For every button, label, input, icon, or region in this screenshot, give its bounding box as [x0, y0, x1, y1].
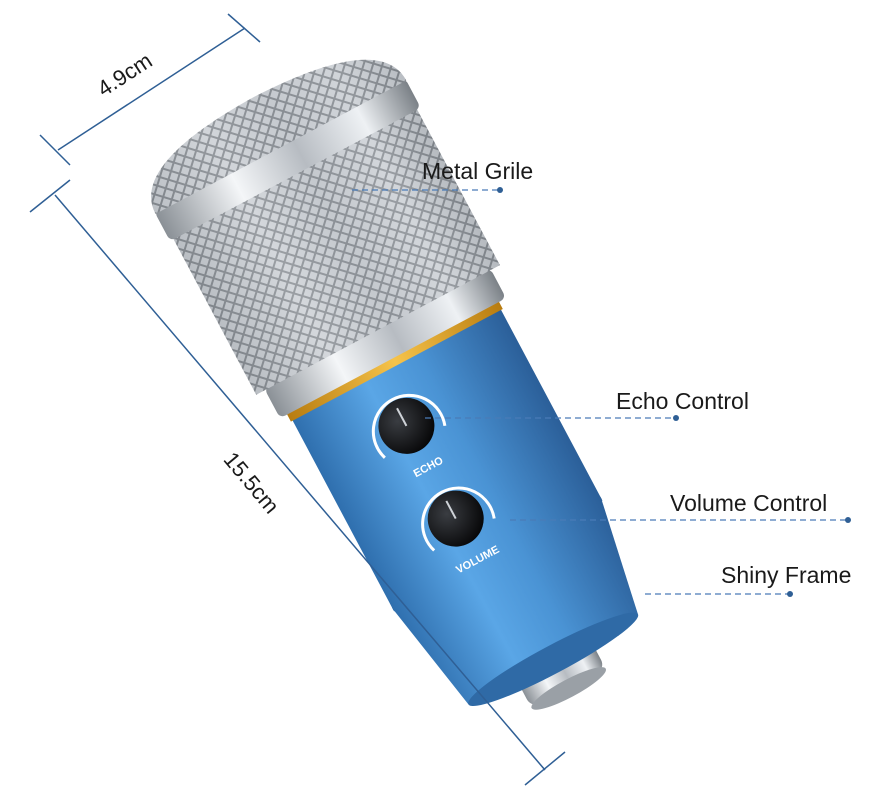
upper-chrome-ring: [156, 79, 419, 240]
dimension-lines: [29, 13, 566, 786]
lower-chrome-ring: [266, 270, 505, 417]
width-dimension-line: [57, 27, 246, 151]
callout-metal-grille: Metal Grile: [422, 158, 534, 184]
callout-shiny-frame: Shiny Frame: [721, 562, 852, 588]
microphone-body: ECHO VOLUME: [151, 59, 639, 710]
shiny-frame: [392, 497, 638, 705]
callout-echo-control: Echo Control: [616, 388, 749, 414]
callout-leaders: [352, 189, 848, 595]
callout-dots: [497, 187, 851, 597]
gold-trim-ring: [286, 300, 503, 422]
blue-body: [291, 308, 603, 612]
callout-volume-control: Volume Control: [670, 490, 828, 516]
height-dimension-line: [54, 194, 546, 771]
